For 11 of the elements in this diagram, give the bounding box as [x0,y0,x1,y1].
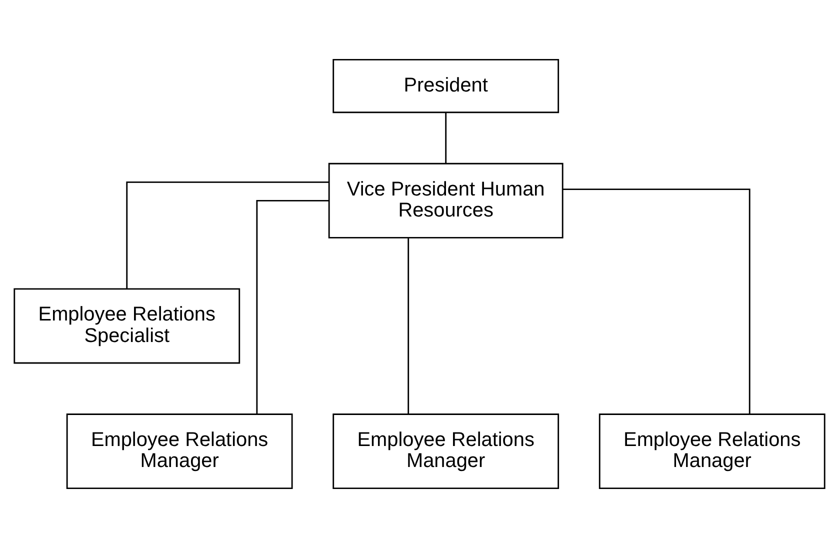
connector [126,181,329,289]
node-box: President [332,58,560,114]
connector [562,188,750,414]
connector [445,112,447,164]
node-box: Employee Relations Manager [598,414,826,490]
node-box: Vice President Human Resources [328,162,564,238]
connector [256,200,329,414]
connector [408,238,410,414]
node-box: Employee Relations Manager [66,414,293,490]
node-box: Employee Relations Manager [332,414,560,490]
node-box: Employee Relations Specialist [14,288,240,364]
